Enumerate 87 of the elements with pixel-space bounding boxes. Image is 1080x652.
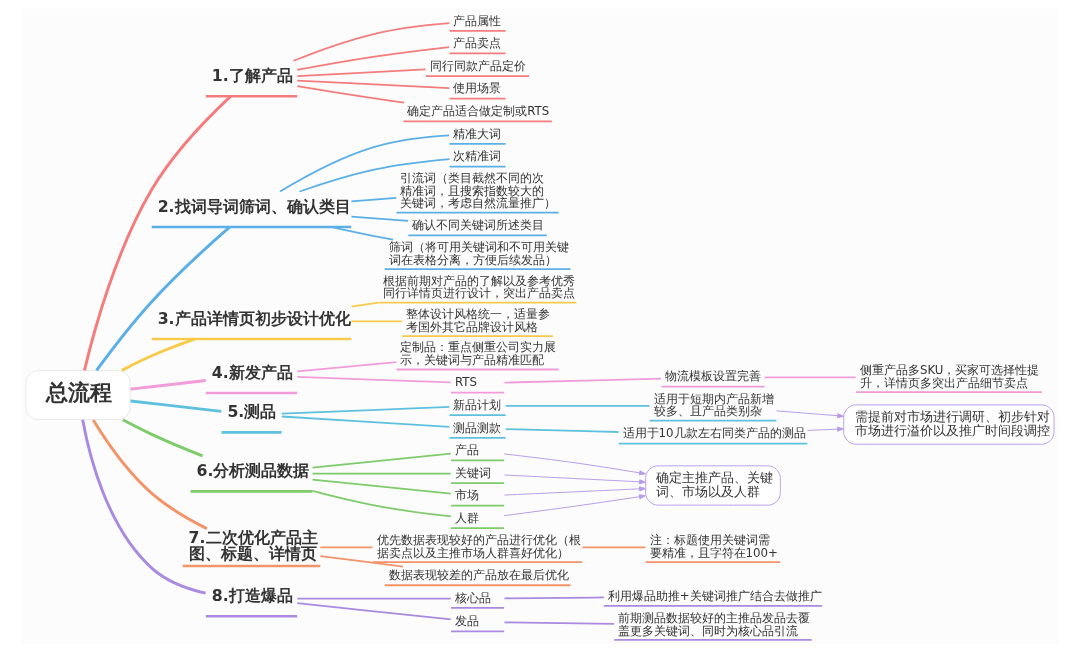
node-text: 定制品：重点侧重公司实力展示，关键词与产品精准匹配 (400, 340, 557, 368)
node-text: 2.找词导词筛词、确认类目 (157, 197, 351, 217)
node-text: 核心品 (454, 590, 491, 605)
node-text: 产品属性 (453, 13, 502, 28)
node-text: 数据表现较差的产品放在最后优化 (388, 567, 569, 582)
node-text: 测品测款 (453, 420, 502, 435)
connector (311, 472, 452, 475)
connector (83, 95, 232, 371)
node-text: 产品 (454, 443, 479, 458)
node-text: 1.了解产品 (211, 66, 293, 86)
node-text: 利用爆品助推+关键词推广结合去做推广 (607, 588, 822, 603)
connector (130, 399, 222, 413)
node-text: 确认不同关键词所述类目 (412, 218, 545, 233)
connector (81, 419, 206, 595)
connector (296, 602, 452, 621)
node-box: 总流程 (25, 370, 131, 421)
node-text: 适用于10几款左右同类产品的测品 (622, 426, 806, 441)
node-text: 3.产品详情页初步设计优化 (157, 309, 351, 329)
arrow (503, 474, 646, 485)
connector (350, 197, 398, 203)
connector (311, 478, 452, 495)
connector (122, 418, 204, 458)
connector (296, 85, 405, 104)
connector (280, 406, 451, 415)
connector (350, 301, 380, 308)
node-text: 使用场景 (453, 81, 502, 96)
arrow (503, 494, 646, 517)
node-text: 人群 (454, 510, 479, 525)
connector (503, 377, 662, 384)
connector (296, 68, 427, 78)
arrow (503, 453, 646, 476)
connector (296, 597, 452, 600)
connector (296, 376, 452, 384)
node-text: 4.新发产品 (211, 363, 293, 383)
connector (130, 379, 206, 391)
connector (95, 226, 231, 372)
node-text: 关键词 (454, 465, 491, 480)
connector (91, 419, 208, 530)
connector (279, 134, 451, 193)
node-text: 物流模板设置完善 (665, 369, 762, 384)
node-text: 6.分析测品数据 (196, 461, 310, 481)
node-text: 8.打造爆品 (211, 586, 293, 606)
connector (296, 361, 398, 373)
node-text: 精准大词 (453, 126, 502, 141)
node-text: 7.二次优化产品主图、标题、详情页 (188, 528, 318, 563)
node-text: 侧重产品多SKU，买家可选择性提升，详情页多突出产品细节卖点 (859, 363, 1040, 390)
connector (350, 215, 409, 222)
connector (763, 376, 857, 379)
connector (504, 404, 651, 407)
connector (292, 22, 451, 62)
connector (296, 46, 451, 71)
node-text: 次精准词 (453, 149, 502, 164)
connector (319, 555, 404, 568)
connector (503, 621, 615, 625)
connector (296, 79, 451, 89)
connector (280, 415, 451, 428)
arrow (806, 426, 844, 432)
node-text: 5.测品 (227, 402, 277, 422)
connector (329, 226, 394, 241)
connector (319, 546, 374, 549)
node-box: 需提前对市场进行调研、初步针对市场进行溢价以及推广时间段调控 (843, 404, 1055, 445)
node-text: 前期测品数据较好的主推品发品去覆盖更多关键词、同时为核心品引流 (618, 610, 811, 638)
node-text: 筛词（将可用关键词和不可用关键词在表格分离，方便后续发品） (388, 240, 569, 267)
node-text: 市场 (454, 488, 479, 503)
connector (350, 320, 403, 323)
node-text: 适用于短期内产品新增较多、且产品类别杂 (653, 391, 774, 419)
connector (503, 596, 605, 600)
node-text: 注：标题使用关键词需要精准，且字符在100+ (649, 533, 778, 560)
node-text: 同行同款产品定价 (429, 58, 526, 73)
connector (504, 428, 620, 433)
node-text: RTS (454, 375, 477, 390)
node-text: 产品卖点 (453, 36, 502, 51)
node-text: 优先数据表现较好的产品进行优化（根据卖点以及主推市场人群喜好优化） (376, 533, 581, 560)
connector (121, 337, 196, 372)
node-box: 确定主推产品、关键词、市场以及人群 (645, 465, 781, 506)
connector (298, 158, 451, 193)
node-text: 新品计划 (453, 397, 502, 412)
connector (311, 490, 452, 518)
node-text: 发品 (454, 614, 479, 629)
connector (581, 546, 647, 549)
connector (311, 452, 452, 469)
node-text: 引流词（类目截然不同的次精准词，且搜索指数较大的关键词，考虑自然流量推广） (400, 170, 557, 211)
node-text: 整体设计风格统一，适量参考国外其它品牌设计风格 (406, 306, 551, 334)
node-text: 确定产品适合做定制或RTS (407, 104, 550, 119)
arrow (776, 410, 844, 419)
arrow (503, 486, 646, 496)
node-text: 根据前期对产品的了解以及参考优秀同行详情页进行设计，突出产品卖点 (382, 273, 575, 301)
